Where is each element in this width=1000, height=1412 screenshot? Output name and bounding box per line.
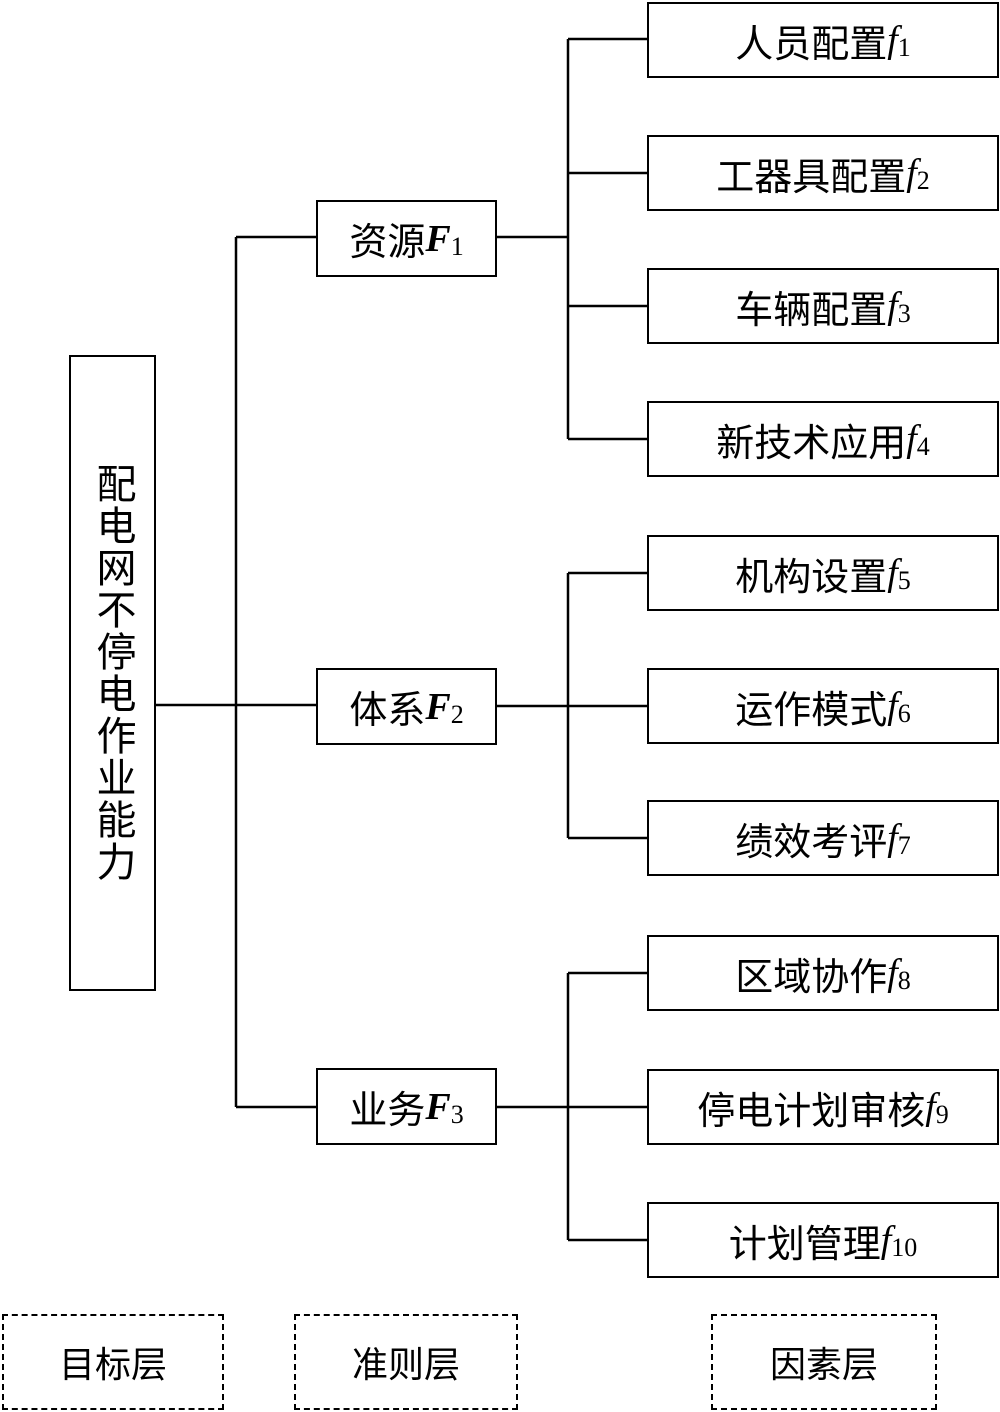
factor-label: 机构设置 [735,554,888,599]
factor-code: f [925,1086,936,1128]
factor-layer-label: 因素层 [711,1314,937,1410]
factor-subscript: 6 [897,699,911,728]
goal-box: 配电网不停电作业能力 [69,355,156,991]
criterion-subscript: 1 [450,231,464,261]
factor-code: f [887,952,898,994]
factor-subscript: 3 [897,299,911,328]
factor-subscript: 4 [916,432,930,461]
factor-code: f [906,152,917,194]
criterion-label: 业务 [349,1088,426,1132]
factor-code: f [887,552,898,594]
factor-label: 工器具配置 [716,154,907,199]
factor-code: f [887,285,898,327]
criterion-subscript: 3 [450,1099,464,1129]
factor-code: f [906,418,917,460]
factor-label: 计划管理 [728,1221,881,1266]
factor-code: f [887,817,898,859]
factor-subscript: 1 [897,33,911,62]
factor-code: f [880,1219,892,1261]
factor-subscript: 7 [897,831,911,860]
layer-text: 因素层 [769,1345,878,1386]
factor-label: 新技术应用 [716,420,907,465]
factor-label: 区域协作 [735,954,888,999]
factor-code: f [887,685,898,727]
factor-subscript: 8 [897,966,911,995]
layer-text: 准则层 [351,1345,460,1386]
factor-subscript: 2 [916,166,930,195]
goal-layer-label: 目标层 [2,1314,224,1410]
factor-label: 车辆配置 [735,287,888,332]
factor-label: 人员配置 [735,21,888,66]
criterion-label: 资源 [349,220,426,264]
goal-label: 配电网不停电作业能力 [89,463,136,883]
criterion-code: F [425,1085,451,1128]
criterion-label: 体系 [349,688,426,732]
factor-subscript: 9 [935,1100,949,1129]
criterion-code: F [425,685,451,728]
layer-text: 目标层 [58,1345,167,1386]
factor-subscript: 10 [891,1233,918,1262]
criterion-subscript: 2 [450,699,464,729]
criterion-code: F [425,217,451,260]
factor-label: 运作模式 [735,687,888,732]
factor-label: 停电计划审核 [697,1088,926,1133]
criteria-layer-label: 准则层 [294,1314,518,1410]
factor-subscript: 5 [897,566,911,595]
factor-code: f [887,19,898,61]
factor-label: 绩效考评 [735,819,888,864]
